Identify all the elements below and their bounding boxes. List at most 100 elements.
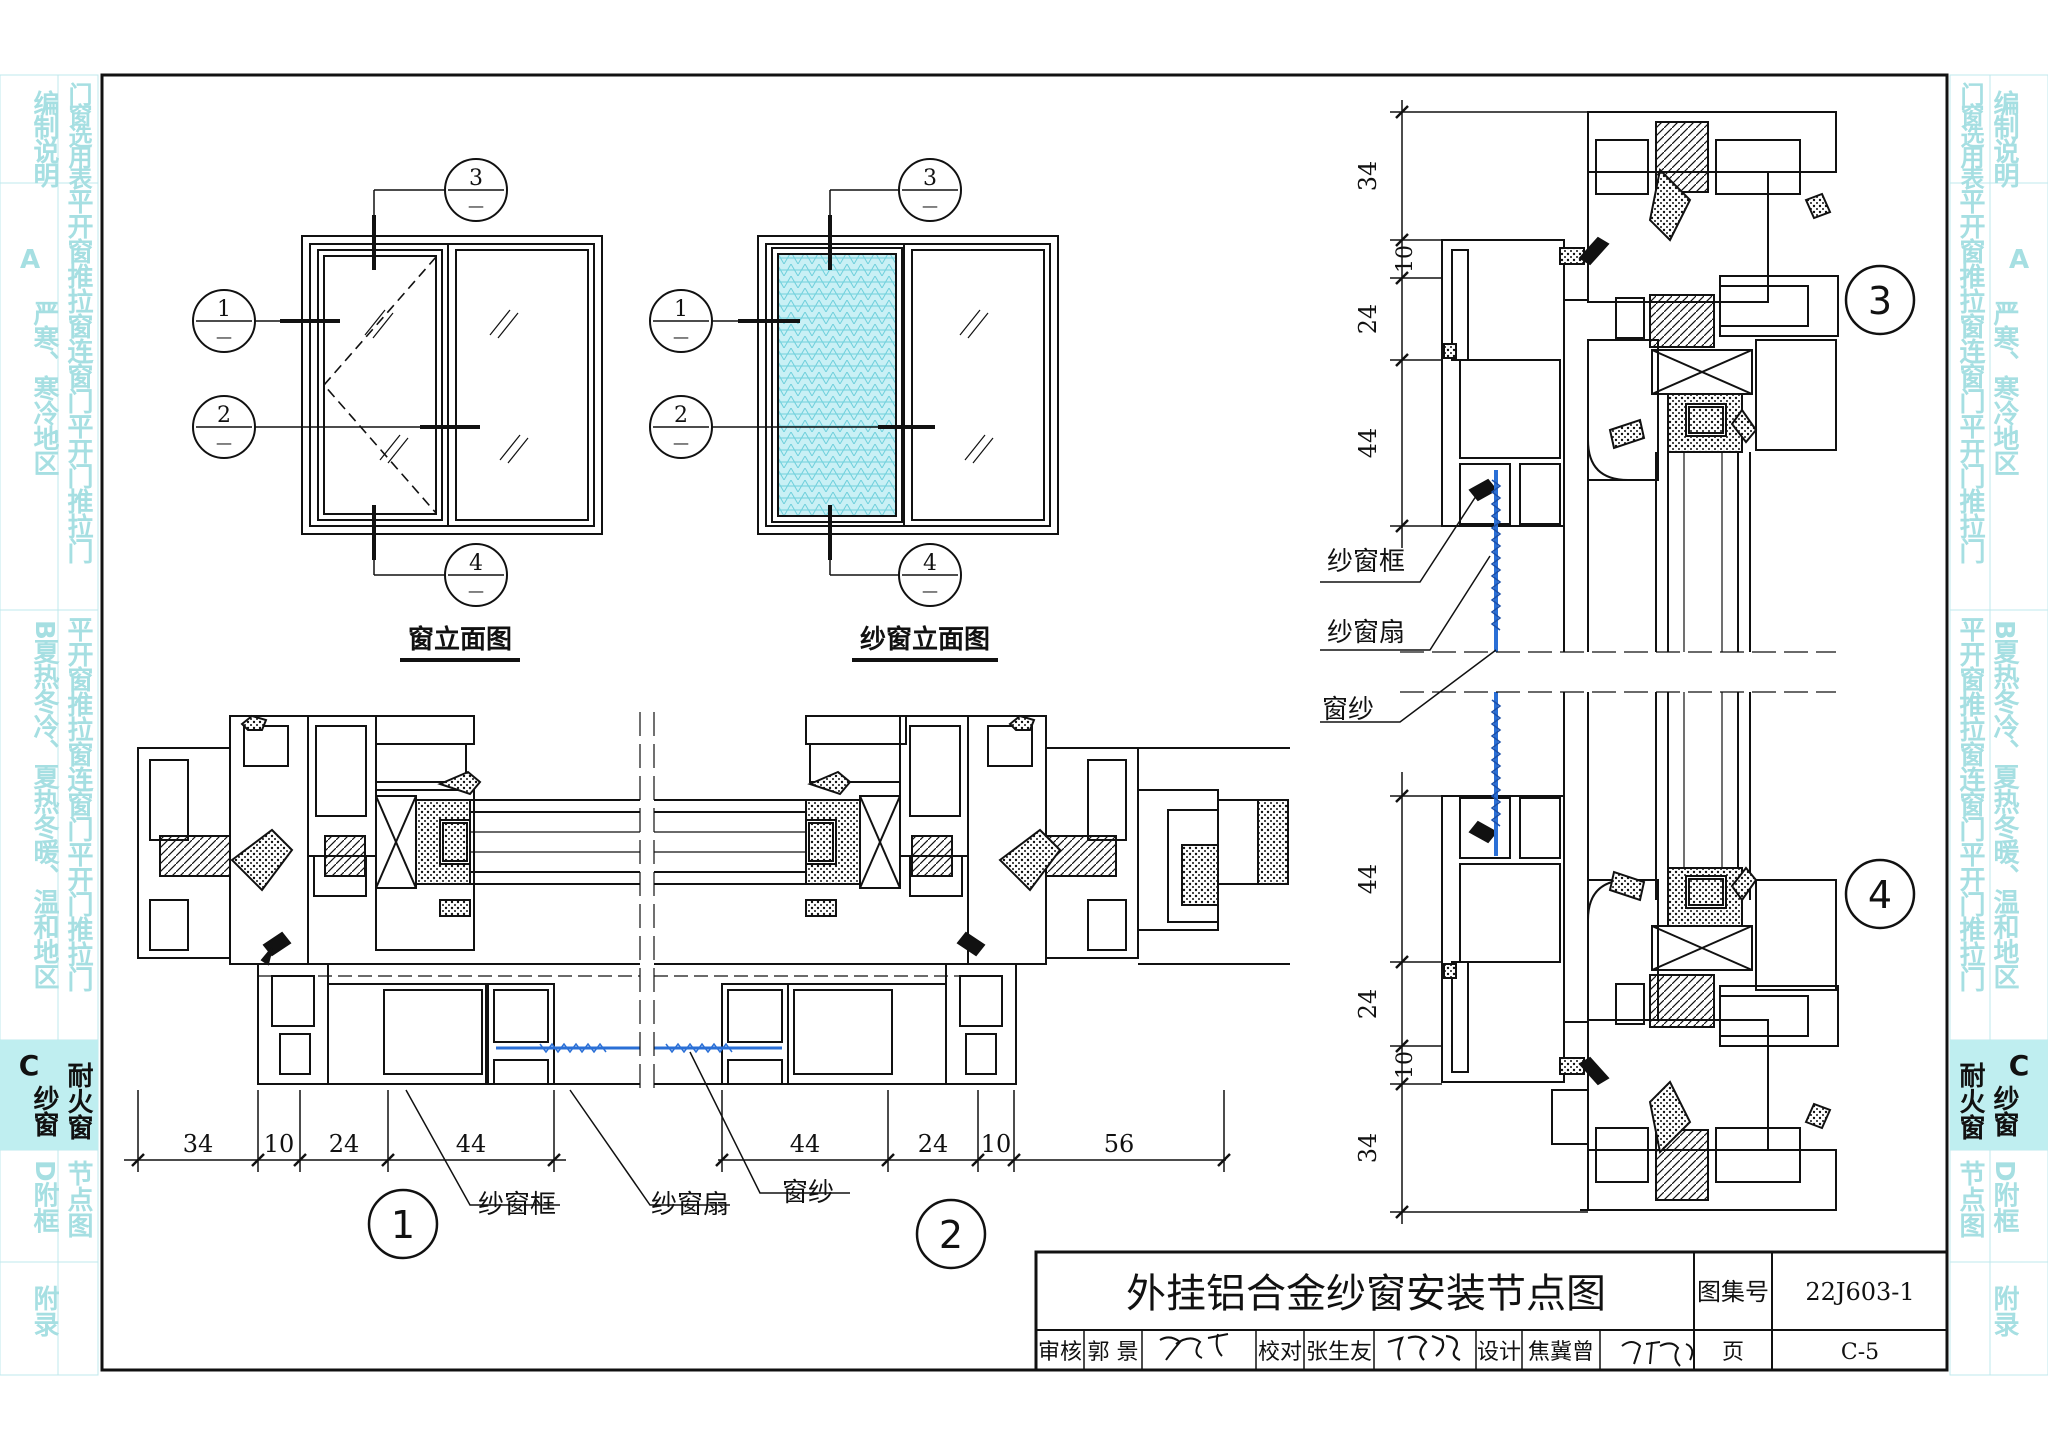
callout-4b-num: 4: [923, 551, 937, 576]
detail-marker-3: 3: [1844, 264, 1916, 336]
plan-dim-10a: 10: [264, 1130, 295, 1158]
section-label-mesh: 窗纱: [1322, 695, 1374, 725]
detail-marker-1-num: 1: [391, 1203, 415, 1247]
tab-right-inner-7[interactable]: 附录: [1989, 1285, 2019, 1338]
screen-elevation-title: 纱窗立面图: [860, 624, 990, 655]
callout-1b-num: 1: [674, 297, 688, 322]
plan-dim-44a: 44: [456, 1130, 487, 1158]
tab-left-inner-2[interactable]: 平开窗推拉窗连窗门平开门推拉门: [63, 616, 93, 992]
tab-left-0[interactable]: 编制说明: [29, 89, 59, 189]
tab-right-inner-6[interactable]: D附框: [1989, 1160, 2019, 1234]
callout-3b-num: 3: [923, 166, 937, 191]
mesh-line-plan-1: [496, 1042, 640, 1054]
detail-marker-4-num: 4: [1868, 873, 1892, 917]
tab-right-0[interactable]: 门窗选用表: [1956, 81, 1984, 191]
plan-dim-24b: 24: [918, 1130, 949, 1158]
callout-2b-num: 2: [674, 403, 688, 428]
detail-marker-1: 1: [367, 1188, 439, 1260]
section-leaders: [1320, 489, 1497, 723]
section-dim-44b: 44: [1354, 864, 1382, 895]
detail-marker-4: 4: [1844, 858, 1916, 930]
section-detail-3: [1441, 111, 1839, 652]
reviewer-signature: [1159, 1333, 1229, 1361]
detail-marker-3-num: 3: [1868, 279, 1892, 323]
tab-left-inner-4[interactable]: 节点图: [63, 1160, 93, 1238]
callout-3a-sub: —: [468, 196, 484, 215]
tab-right-inner-3[interactable]: B夏热冬冷、夏热冬暖、温和地区: [1989, 620, 2019, 990]
review-label: 审核: [1038, 1340, 1082, 1365]
callout-3b: 3 —: [898, 158, 962, 222]
break-lines-plan: [639, 712, 655, 1090]
tab-left-5[interactable]: 纱窗: [29, 1085, 59, 1138]
check-label: 校对: [1258, 1340, 1302, 1365]
section-dim-34b: 34: [1354, 1133, 1382, 1164]
plan-dimensions: [124, 1090, 1231, 1172]
callout-2a: 2 —: [192, 395, 256, 459]
tab-right-inner-1[interactable]: A: [2009, 245, 2029, 275]
break-lines-section: [1400, 651, 1836, 693]
plan-dim-10b: 10: [981, 1130, 1012, 1158]
tab-right-4[interactable]: 节点图: [1955, 1160, 1985, 1238]
drawing-title: 外挂铝合金纱窗安装节点图: [1126, 1271, 1606, 1317]
callout-3b-sub: —: [922, 196, 938, 215]
plan-label-sash: 纱窗扇: [651, 1190, 729, 1220]
plan-dim-56: 56: [1104, 1130, 1135, 1158]
section-dim-10a: 10: [1393, 245, 1418, 273]
tab-right-inner-2[interactable]: 严寒、寒冷地区: [1989, 300, 2019, 476]
designer-signature: [1621, 1341, 1694, 1367]
tab-right-inner-0[interactable]: 编制说明: [1989, 89, 2019, 189]
section-dim-24a: 24: [1354, 304, 1382, 335]
callout-4b: 4 —: [898, 543, 962, 607]
tab-right-1[interactable]: 平开窗推拉窗连窗门平开门推拉门: [1955, 188, 1985, 564]
callout-4b-sub: —: [922, 581, 938, 600]
tab-left-4[interactable]: C: [19, 1049, 40, 1082]
detail-marker-2-num: 2: [939, 1213, 963, 1257]
plan-detail-2: [654, 714, 1290, 1085]
right-tab-active: [1950, 1040, 2048, 1150]
tab-right-3[interactable]: 耐火窗: [1955, 1062, 1985, 1141]
checker-signature: [1387, 1334, 1461, 1362]
right-side-tabs: [1949, 74, 2048, 1376]
callout-2a-sub: —: [216, 433, 232, 452]
tab-left-7[interactable]: 附录: [29, 1285, 59, 1338]
callout-4a-sub: —: [468, 581, 484, 600]
plan-dim-34: 34: [183, 1130, 214, 1158]
detail-marker-2: 2: [915, 1198, 987, 1270]
callout-1a-sub: —: [216, 327, 232, 346]
callout-4a: 4 —: [444, 543, 508, 607]
left-side-tabs: [0, 74, 99, 1376]
title-block: [1034, 1250, 1949, 1372]
callout-2b: 2 —: [649, 395, 713, 459]
tab-left-2[interactable]: 严寒、寒冷地区: [29, 300, 59, 476]
callout-4a-num: 4: [469, 551, 483, 576]
callout-1b: 1 —: [649, 289, 713, 353]
tab-left-1[interactable]: A: [20, 245, 40, 275]
plan-leaders: [405, 1051, 850, 1206]
window-elevation-title: 窗立面图: [408, 624, 512, 655]
reviewer-name: 郭 景: [1088, 1340, 1139, 1365]
section-label-sash: 纱窗扇: [1327, 618, 1405, 648]
screen-elevation: [712, 189, 1059, 576]
tab-left-inner-3[interactable]: 耐火窗: [63, 1062, 93, 1141]
tab-right-inner-5[interactable]: 纱窗: [1989, 1085, 2019, 1138]
left-tab-active: [0, 1040, 98, 1150]
tab-right-2[interactable]: 平开窗推拉窗连窗门平开门推拉门: [1955, 616, 1985, 992]
page-number: C-5: [1841, 1340, 1879, 1365]
mesh-line-section-3: [1490, 470, 1502, 652]
tab-left-6[interactable]: D附框: [29, 1160, 59, 1234]
callout-2a-num: 2: [217, 403, 231, 428]
tab-left-inner-0[interactable]: 门窗选用表: [64, 81, 92, 191]
mesh-line-plan-2: [654, 1042, 782, 1054]
plan-detail-1: [137, 714, 640, 1085]
section-dim-34a: 34: [1354, 161, 1382, 192]
tab-left-inner-1[interactable]: 平开窗推拉窗连窗门平开门推拉门: [63, 188, 93, 564]
atlas-number: 22J603-1: [1805, 1278, 1914, 1306]
section-dim-10b: 10: [1393, 1051, 1418, 1079]
tab-right-inner-4[interactable]: C: [2009, 1049, 2030, 1082]
plan-dim-44b: 44: [790, 1130, 821, 1158]
tab-left-3[interactable]: B夏热冬冷、夏热冬暖、温和地区: [29, 620, 59, 990]
page-label: 页: [1722, 1340, 1744, 1365]
callout-3a-num: 3: [469, 166, 483, 191]
section-dimensions: [1390, 100, 1588, 1224]
